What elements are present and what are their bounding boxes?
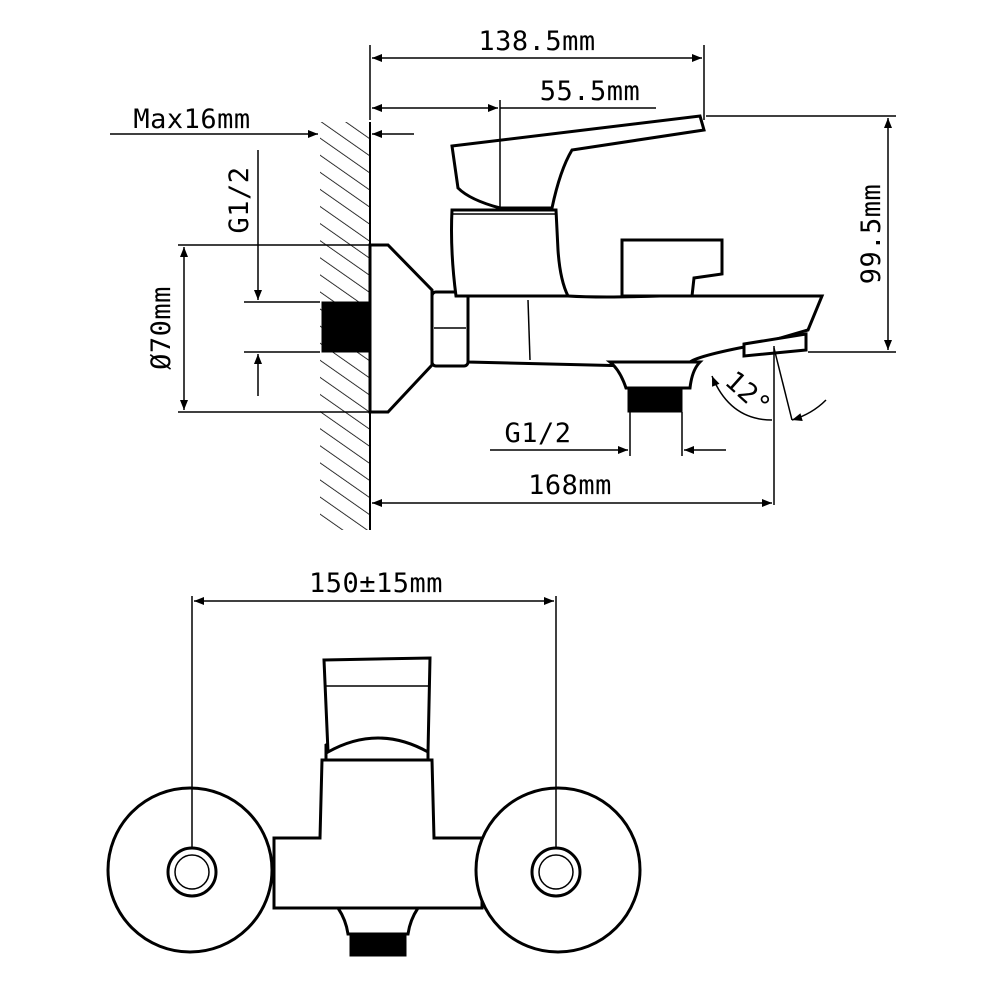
bottom-outlet-neck <box>605 360 704 390</box>
dim-text-centers: 150±15mm <box>309 568 443 599</box>
mixer-body <box>466 294 825 368</box>
wall-pipe-inlet <box>321 301 369 353</box>
wall-flange <box>368 243 434 414</box>
spout-outlet <box>742 332 808 358</box>
front-body <box>272 758 484 910</box>
side-view: 138.5mm 55.5mm Max16mm G1/2 Ø70mm 99.5mm… <box>110 26 896 530</box>
dim-text-max16: Max16mm <box>133 104 250 135</box>
bottom-outlet-thread <box>627 389 683 413</box>
dim-text-inlet-thread: G1/2 <box>224 166 255 233</box>
angle-leg-line <box>773 347 793 421</box>
handle-lever <box>450 114 706 210</box>
dim-text-outlet-thread: G1/2 <box>504 418 571 449</box>
flange-right-inner <box>538 854 574 890</box>
angle-arc-left <box>711 375 773 421</box>
front-outlet-neck <box>335 906 421 936</box>
front-outlet-thread <box>349 933 407 957</box>
body-seam-line <box>527 299 531 361</box>
dim-text-168: 168mm <box>528 470 612 501</box>
diverter-knob <box>620 238 724 298</box>
front-handle <box>322 656 432 755</box>
angle-arc-right <box>791 399 827 421</box>
cartridge-body <box>450 208 571 298</box>
front-view: 150±15mm <box>106 568 642 957</box>
dim-text-angle: 12° <box>719 365 777 422</box>
dim-text-height: 99.5mm <box>856 184 887 285</box>
flange-left-inner <box>174 854 210 890</box>
hex-nut <box>430 290 470 368</box>
dim-text-flange-diameter: Ø70mm <box>146 286 177 370</box>
dim-text-55: 55.5mm <box>540 76 641 107</box>
dim-text-138: 138.5mm <box>478 26 595 57</box>
